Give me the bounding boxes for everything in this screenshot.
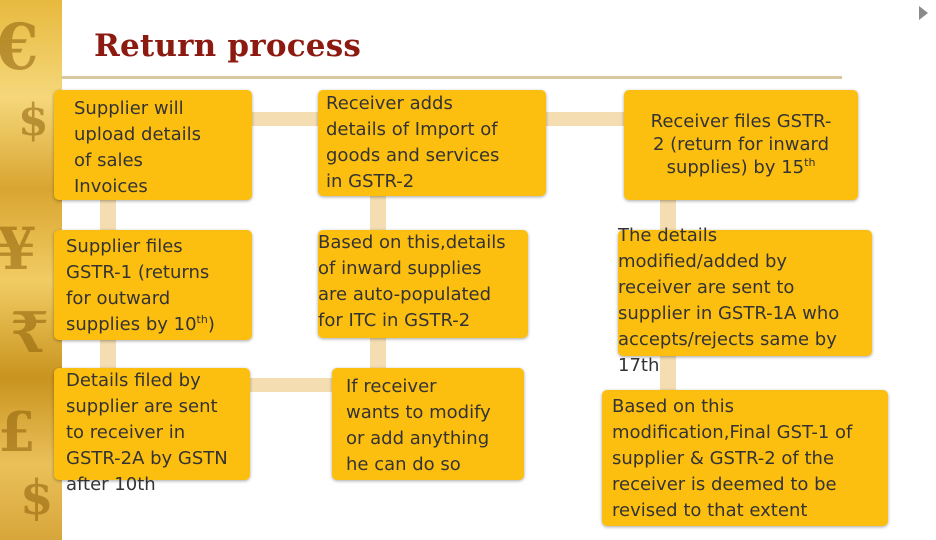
step-details-sent-gstr2a-box: Details filed by supplier are sent to re… xyxy=(54,368,250,495)
yen-symbol-icon: ¥ xyxy=(0,215,37,283)
step-supplier-upload-text: Supplier will upload details of sales In… xyxy=(74,98,201,197)
step-receiver-adds-import-box: Receiver adds details of Import of goods… xyxy=(318,90,546,196)
step-supplier-files-gstr1-main: Supplier files GSTR-1 (returns for outwa… xyxy=(66,236,210,335)
step-receiver-modify-box: If receiver wants to modify or add anyth… xyxy=(332,368,524,480)
euro-symbol-icon: € xyxy=(0,10,39,85)
connector-b1-b4 xyxy=(252,112,318,126)
step-receiver-files-gstr2-main: Receiver files GSTR- 2 (return for inwar… xyxy=(650,111,832,178)
step-receiver-adds-import-text: Receiver adds details of Import of goods… xyxy=(326,93,500,192)
connector-b5-b4 xyxy=(370,196,386,230)
connector-b3-b6 xyxy=(248,378,332,392)
step-supplier-upload-box: Supplier will upload details of sales In… xyxy=(54,90,252,200)
title-underline xyxy=(62,76,842,79)
step-receiver-files-gstr2-box: Receiver files GSTR- 2 (return for inwar… xyxy=(624,90,858,200)
step-final-gst-revised-box: Based on this modification,Final GST-1 o… xyxy=(602,390,888,526)
dollar-symbol-icon: $ xyxy=(18,95,49,146)
connector-b4-b7 xyxy=(546,112,624,126)
decorative-currency-strip: € $ ¥ ₹ £ $ xyxy=(0,0,62,540)
pound-symbol-icon: £ xyxy=(0,400,36,464)
ordinal-suffix: th xyxy=(804,156,816,169)
slide-title: Return process xyxy=(94,28,361,64)
ordinal-suffix: th xyxy=(196,313,208,326)
step-receiver-modify-text: If receiver wants to modify or add anyth… xyxy=(346,376,491,475)
step-sent-to-supplier-gstr1a-box: The details modified/added by receiver a… xyxy=(618,225,872,376)
step-supplier-files-gstr1-box: Supplier files GSTR-1 (returns for outwa… xyxy=(54,230,252,340)
step-receiver-files-gstr2-text: Receiver files GSTR- 2 (return for inwar… xyxy=(624,110,858,179)
corner-arrow-icon xyxy=(919,6,928,20)
closing-paren: ) xyxy=(207,314,215,335)
connector-b2-b3 xyxy=(100,340,116,368)
step-auto-populated-itc-box: Based on this,details of inward supplies… xyxy=(318,230,528,338)
connector-b1-b2 xyxy=(100,200,116,230)
rupee-symbol-icon: ₹ xyxy=(10,300,49,366)
step-supplier-files-gstr1-text: Supplier files GSTR-1 (returns for outwa… xyxy=(66,234,252,338)
connector-b8-b9 xyxy=(660,356,676,390)
connector-b7-b8 xyxy=(660,200,676,230)
step-sent-to-supplier-gstr1a-text: The details modified/added by receiver a… xyxy=(618,225,840,376)
connector-b6-b5 xyxy=(370,338,386,368)
dollar-symbol-icon: $ xyxy=(20,470,54,526)
step-details-sent-gstr2a-text: Details filed by supplier are sent to re… xyxy=(66,370,228,495)
step-final-gst-revised-text: Based on this modification,Final GST-1 o… xyxy=(612,396,853,521)
step-auto-populated-itc-text: Based on this,details of inward supplies… xyxy=(318,232,506,331)
